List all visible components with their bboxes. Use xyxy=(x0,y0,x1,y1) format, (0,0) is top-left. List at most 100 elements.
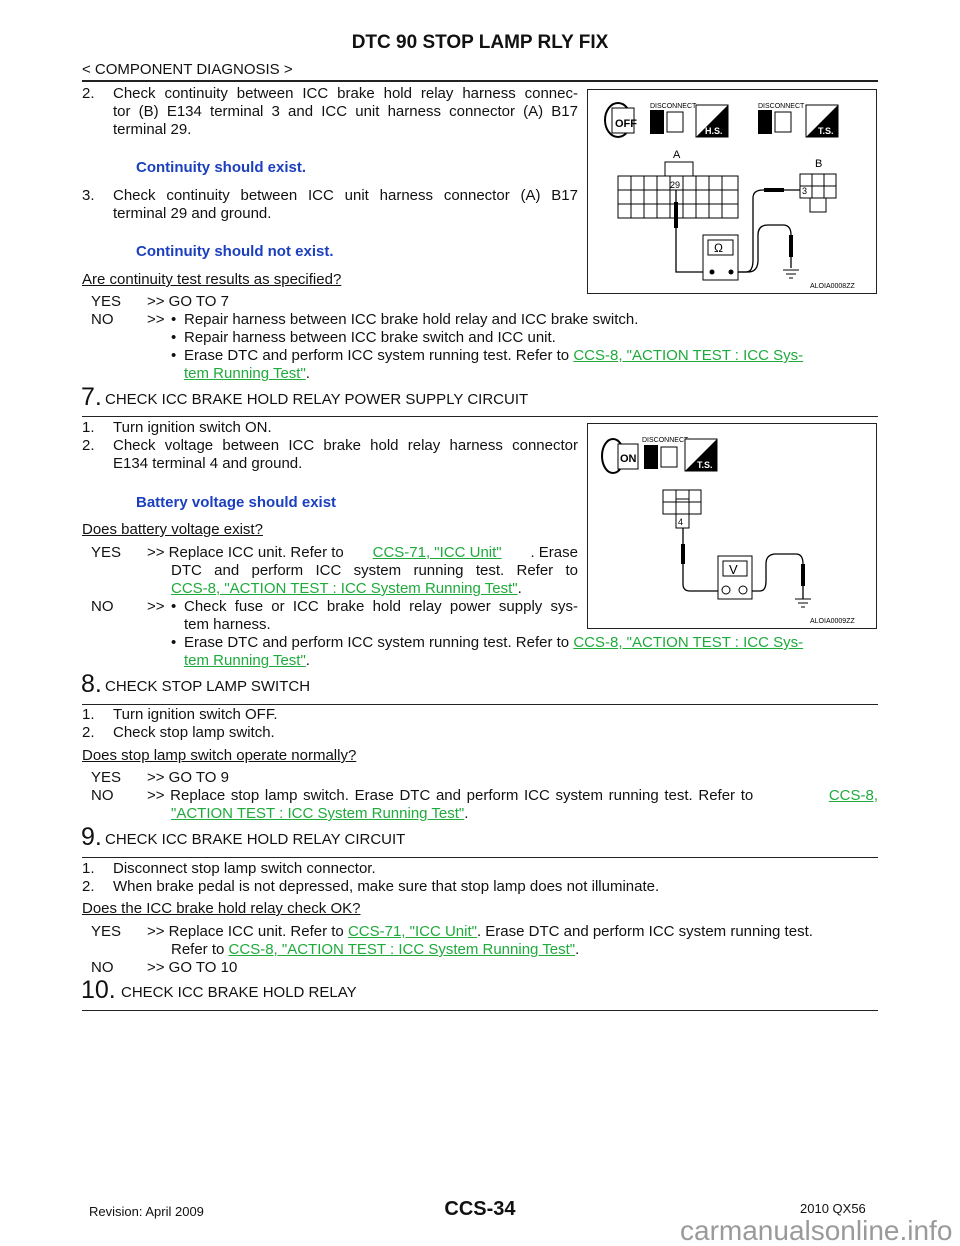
connector-b-label: B xyxy=(815,158,822,170)
svg-text:OFF: OFF xyxy=(615,118,637,130)
ccs8-link[interactable]: "ACTION TEST : ICC System Running Test" xyxy=(171,805,465,822)
step-number: 9. xyxy=(81,823,102,851)
bullet: • xyxy=(171,311,177,328)
item-number: 1. xyxy=(82,706,95,723)
no-action: Erase DTC and perform ICC system running… xyxy=(184,347,574,364)
connector-b xyxy=(799,173,837,213)
figure-continuity-check: OFF DISCONNECT H.S. DISCONNECT T.S. A 29… xyxy=(587,89,877,294)
item-text: Check continuity between ICC unit harnes… xyxy=(113,187,578,204)
period: . xyxy=(575,941,580,958)
ccs8-link[interactable]: tem Running Test" xyxy=(184,365,306,382)
yes-label: YES xyxy=(91,293,122,310)
bullet: • xyxy=(171,598,177,615)
ccs8-link[interactable]: CCS-8, "ACTION TEST : ICC Sys- xyxy=(573,634,804,651)
svg-text:3: 3 xyxy=(802,186,807,196)
item-number: 2. xyxy=(82,724,95,741)
step-rule xyxy=(82,704,878,705)
svg-text:Ω: Ω xyxy=(714,241,723,255)
probe-wires xyxy=(682,528,804,599)
no-arrow: >> xyxy=(147,311,165,328)
item-text: When brake pedal is not depressed, make … xyxy=(113,878,660,895)
period: . xyxy=(464,805,469,822)
step-title: CHECK ICC BRAKE HOLD RELAY POWER SUPPLY … xyxy=(105,391,529,408)
no-action: tem harness. xyxy=(184,616,271,633)
figure-voltage-check: ON DISCONNECT T.S. 4 V ALOIA0009ZZ xyxy=(587,423,877,629)
item-number: 1. xyxy=(82,419,95,436)
question: Does stop lamp switch operate normally? xyxy=(82,747,357,764)
header-rule xyxy=(82,80,878,82)
connector-a-label: A xyxy=(673,149,681,161)
step-number: 8. xyxy=(81,670,102,698)
yes-action: >> Replace ICC unit. Refer to xyxy=(147,923,348,940)
voltmeter-icon: V xyxy=(717,555,753,600)
period: . xyxy=(517,580,522,597)
step-number: 10. xyxy=(81,976,116,1004)
footer-model: 2010 QX56 xyxy=(800,1201,866,1216)
no-arrow: >> xyxy=(147,598,165,615)
ccs8-link[interactable]: tem Running Test" xyxy=(184,652,306,669)
item-text: Disconnect stop lamp switch connector. xyxy=(113,860,376,877)
item-text: Turn ignition switch ON. xyxy=(113,419,272,436)
ccs71-link[interactable]: CCS-71, "ICC Unit" xyxy=(372,544,502,561)
svg-text:H.S.: H.S. xyxy=(705,126,723,136)
disconnect-icon xyxy=(650,110,684,134)
step-title: CHECK STOP LAMP SWITCH xyxy=(105,678,311,695)
harness-side-icon: H.S. xyxy=(695,104,729,138)
page-number: CCS-34 xyxy=(444,1198,516,1220)
disconnect-label: DISCONNECT xyxy=(650,103,697,110)
svg-text:4: 4 xyxy=(678,517,683,527)
period: . xyxy=(305,365,310,382)
item-number: 1. xyxy=(82,860,95,877)
yes-label: YES xyxy=(91,544,122,561)
bullet: • xyxy=(171,329,177,346)
no-label: NO xyxy=(91,598,114,615)
no-action: >> GO TO 10 xyxy=(147,959,238,976)
ccs8-link[interactable]: CCS-8, "ACTION TEST : ICC Sys- xyxy=(573,347,804,364)
yes-action: . Erase xyxy=(530,544,578,561)
no-action: Erase DTC and perform ICC system running… xyxy=(184,634,574,651)
item-number: 2. xyxy=(82,85,95,102)
yes-label: YES xyxy=(91,769,122,786)
ignition-on-icon: ON xyxy=(601,438,639,474)
yes-action: >> GO TO 7 xyxy=(147,293,229,310)
svg-text:T.S.: T.S. xyxy=(697,460,713,470)
yes-action: DTC and perform ICC system running test.… xyxy=(171,562,578,579)
continuity-diagram: OFF DISCONNECT H.S. DISCONNECT T.S. A 29… xyxy=(604,102,855,290)
no-label: NO xyxy=(91,787,114,804)
bullet: • xyxy=(171,634,177,651)
step-number: 7. xyxy=(81,383,102,411)
ignition-off-icon: OFF xyxy=(604,102,637,138)
section-breadcrumb: < COMPONENT DIAGNOSIS > xyxy=(82,61,293,78)
ccs8-link[interactable]: CCS-8, "ACTION TEST : ICC System Running… xyxy=(228,941,576,958)
ccs8-link[interactable]: CCS-8, xyxy=(828,787,878,804)
item-text: E134 terminal 4 and ground. xyxy=(113,455,303,472)
no-label: NO xyxy=(91,959,114,976)
ground-icon xyxy=(783,269,799,279)
step-rule xyxy=(82,416,878,417)
ccs71-link[interactable]: CCS-71, "ICC Unit" xyxy=(347,923,477,940)
step-rule xyxy=(82,1010,878,1011)
terminal-side-icon: T.S. xyxy=(684,438,718,472)
step-title: CHECK ICC BRAKE HOLD RELAY xyxy=(121,984,357,1001)
spec-text: Continuity should not exist. xyxy=(136,243,334,260)
ccs8-link[interactable]: CCS-8, "ACTION TEST : ICC System Running… xyxy=(171,580,518,597)
yes-label: YES xyxy=(91,923,122,940)
item-text: Check continuity between ICC brake hold … xyxy=(113,85,578,102)
item-number: 3. xyxy=(82,187,95,204)
question: Does battery voltage exist? xyxy=(82,521,263,538)
svg-text:V: V xyxy=(729,562,738,577)
svg-text:T.S.: T.S. xyxy=(818,126,834,136)
item-text: tor (B) E134 terminal 3 and ICC unit har… xyxy=(113,103,578,120)
page-title: DTC 90 STOP LAMP RLY FIX xyxy=(351,32,609,53)
item-text: Check stop lamp switch. xyxy=(113,724,275,741)
item-text: Turn ignition switch OFF. xyxy=(113,706,278,723)
item-number: 2. xyxy=(82,437,95,454)
spec-text: Continuity should exist. xyxy=(136,159,307,176)
disconnect-icon xyxy=(644,445,678,469)
yes-action: . Erase DTC and perform ICC system runni… xyxy=(476,923,813,940)
relay-connector xyxy=(662,489,702,529)
figure-code: ALOIA0009ZZ xyxy=(810,618,855,625)
bullet: • xyxy=(171,347,177,364)
item-text: terminal 29. xyxy=(113,121,192,138)
no-action: Repair harness between ICC brake hold re… xyxy=(184,311,639,328)
